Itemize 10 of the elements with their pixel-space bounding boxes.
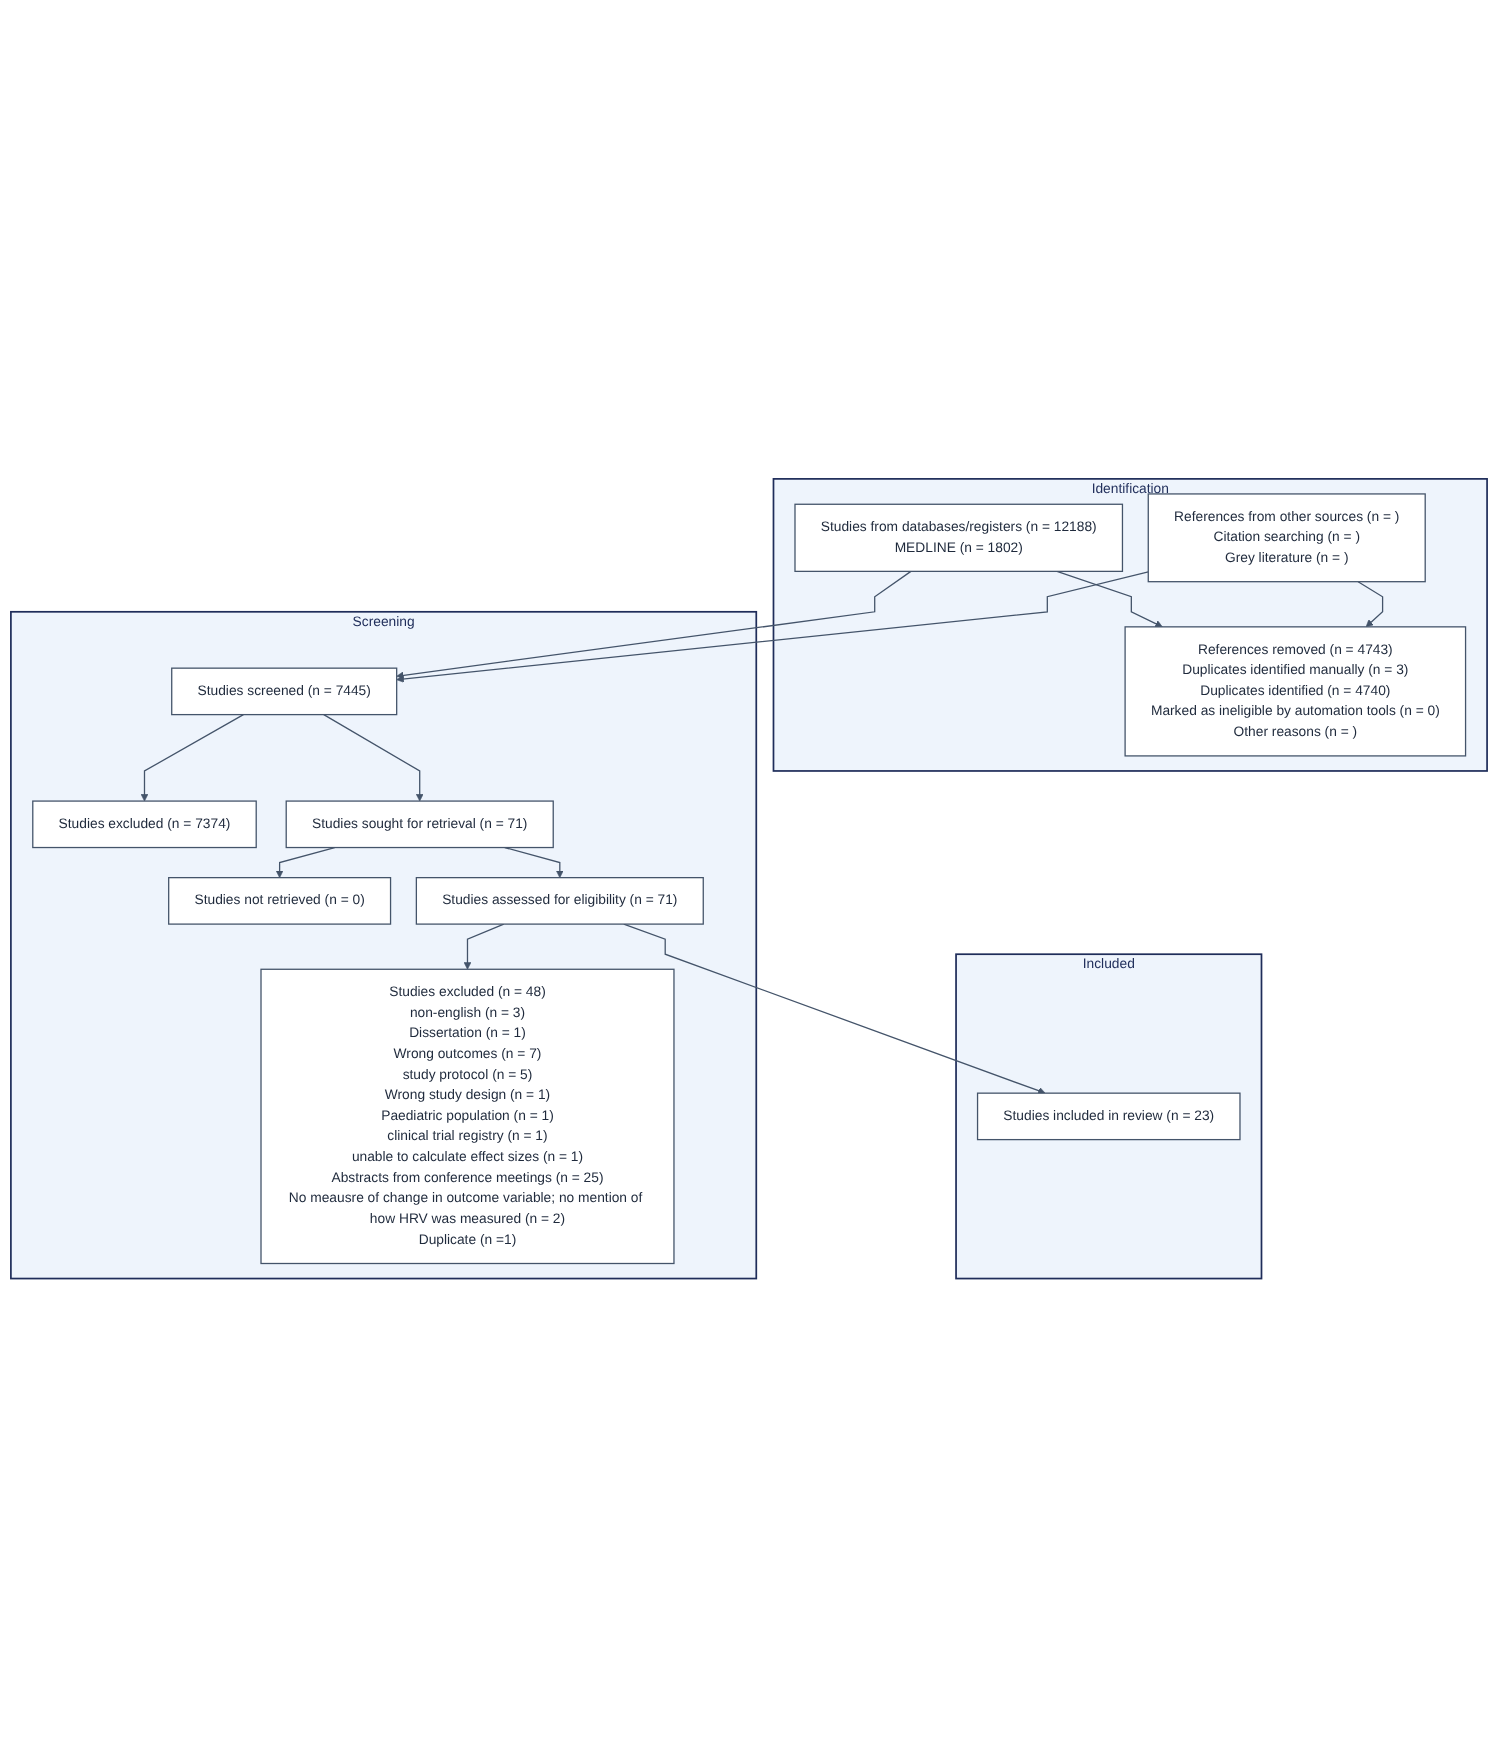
arrow: [323, 714, 424, 802]
arrow: [396, 571, 912, 680]
arrow: [623, 923, 1046, 1095]
arrow: [140, 714, 245, 802]
arrow: [463, 923, 505, 970]
arrow: [1357, 581, 1384, 628]
arrow: [396, 571, 1149, 683]
arrow: [504, 847, 564, 879]
arrow: [1056, 571, 1163, 628]
arrow: [275, 847, 336, 879]
